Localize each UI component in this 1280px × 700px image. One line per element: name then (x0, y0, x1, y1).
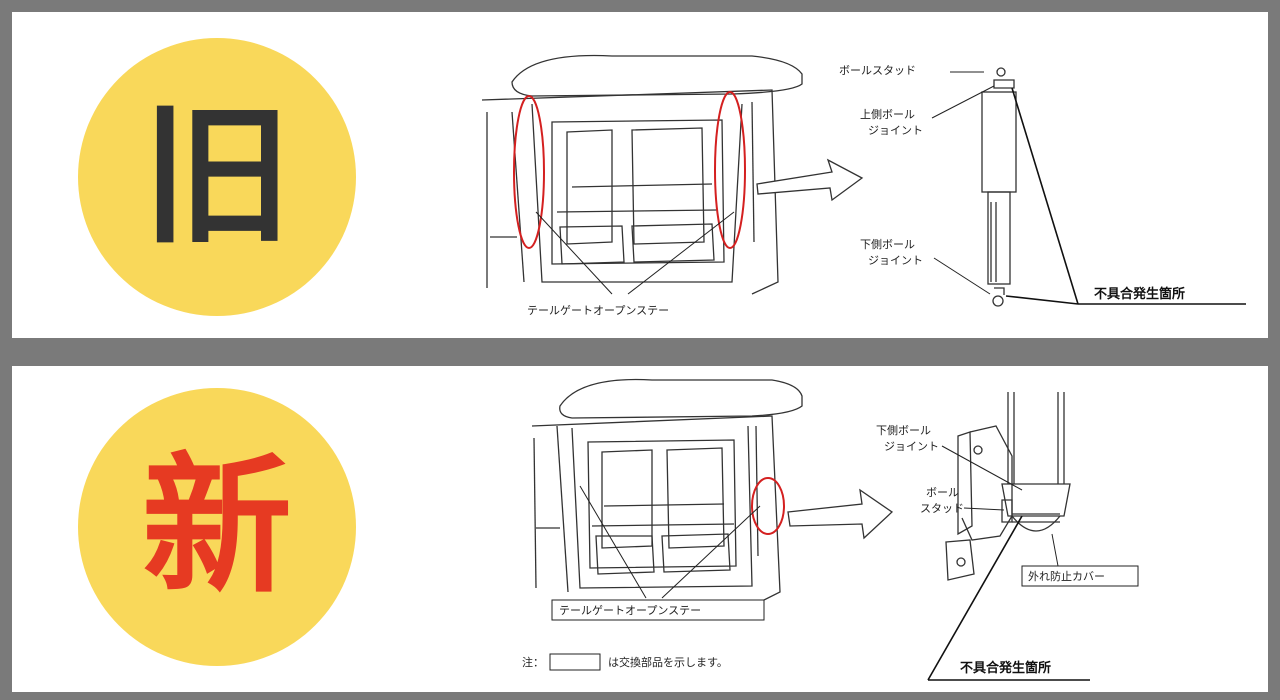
new-note-prefix: 注： (522, 655, 544, 669)
old-strut (981, 67, 1017, 307)
new-panel: 新 テールゲートオープンステー (12, 366, 1268, 692)
old-defect-label: 不具合発生箇所 (1094, 286, 1185, 302)
old-stay-label: テールゲートオープンステー (527, 304, 669, 317)
old-panel: 旧 テールゲートオープンステー (12, 12, 1268, 338)
new-lower-joint-label-1: 下側ボール (876, 424, 931, 437)
new-cover-label-box (1021, 565, 1139, 587)
new-cover-label: 外れ防止カバー (1028, 569, 1105, 583)
old-badge-text: 旧 (141, 90, 292, 264)
old-upper-joint-leader (931, 85, 995, 119)
old-highlight-marks (513, 91, 746, 249)
new-stay-leaders (579, 485, 761, 599)
new-cover-leader (1051, 533, 1059, 567)
new-diagram: テールゲートオープンステー 注： は交換部品を示します。 下側ボール ジョイント… (522, 378, 1139, 681)
new-strut-closeup (945, 392, 1071, 581)
old-vehicle-drawing (481, 54, 803, 295)
new-stay-label: テールゲートオープンステー (559, 604, 701, 617)
new-ball-label-2: スタッド (920, 502, 964, 515)
old-lower-joint-label-2: ジョイント (868, 254, 923, 267)
old-lower-joint-label-1: 下側ボール (860, 238, 915, 251)
new-badge: 新 (78, 388, 356, 666)
old-badge: 旧 (78, 38, 356, 316)
old-upper-joint-label-1: 上側ボール (860, 108, 915, 121)
old-lower-joint-leader (933, 257, 991, 295)
new-highlight-mark (751, 477, 785, 535)
old-defect-leaders (1005, 87, 1246, 305)
old-ball-stud-label: ボールスタッド (839, 64, 916, 77)
old-upper-joint-label-2: ジョイント (868, 124, 923, 137)
old-arrow (756, 158, 864, 202)
new-lower-joint-leader (941, 445, 1023, 491)
new-defect-label: 不具合発生箇所 (960, 660, 1051, 676)
new-badge-text: 新 (141, 440, 292, 614)
new-lower-joint-label-2: ジョイント (884, 440, 939, 453)
new-defect-leaders (927, 515, 1090, 681)
old-stay-leaders (535, 211, 735, 295)
new-ball-leader (963, 507, 1005, 511)
new-note-box (549, 653, 601, 671)
new-note-suffix: は交換部品を示します。 (608, 655, 728, 669)
old-diagram: テールゲートオープンステー ボールスタッド 上側ボール ジョイント 下側ボール … (481, 54, 1246, 317)
new-stay-label-box (551, 599, 765, 621)
new-arrow (787, 488, 894, 540)
new-vehicle-drawing (531, 378, 803, 603)
new-ball-label-1: ボール (926, 486, 959, 499)
